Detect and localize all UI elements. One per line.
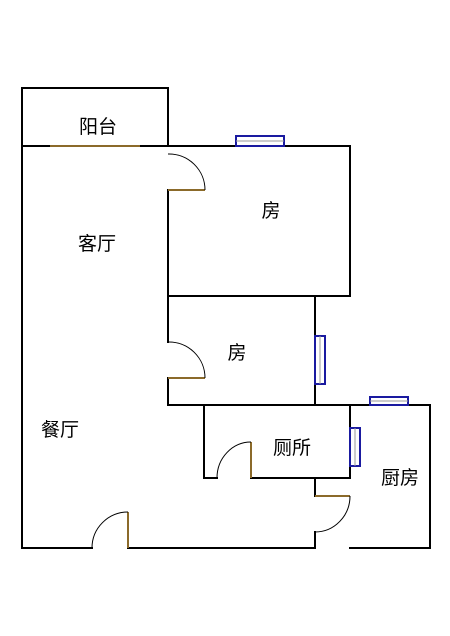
bedroom-1-walls	[167, 145, 351, 297]
bathroom-walls	[203, 404, 351, 479]
bathroom-door[interactable]	[216, 441, 252, 479]
bathroom-label: 厕所	[273, 437, 311, 459]
kitchen-window	[369, 396, 409, 406]
kitchen-door[interactable]	[314, 495, 351, 533]
bedroom-2-label: 房	[227, 342, 246, 364]
bedroom-1-door[interactable]	[167, 153, 206, 191]
kitchen-label: 厨房	[381, 467, 419, 489]
dining-room-label: 餐厅	[41, 419, 79, 441]
bedroom-1-window	[235, 135, 285, 147]
bedroom-2-walls	[167, 295, 351, 406]
bedroom-1-label: 房	[261, 200, 280, 222]
balcony-label: 阳台	[79, 116, 117, 138]
balcony-walls	[21, 87, 169, 147]
bathroom-window	[349, 427, 361, 467]
entrance-door[interactable]	[91, 511, 129, 549]
bedroom-2-window	[314, 335, 326, 385]
living-room-label: 客厅	[78, 233, 116, 255]
kitchen-walls	[314, 404, 431, 549]
bedroom-2-door[interactable]	[167, 341, 206, 379]
